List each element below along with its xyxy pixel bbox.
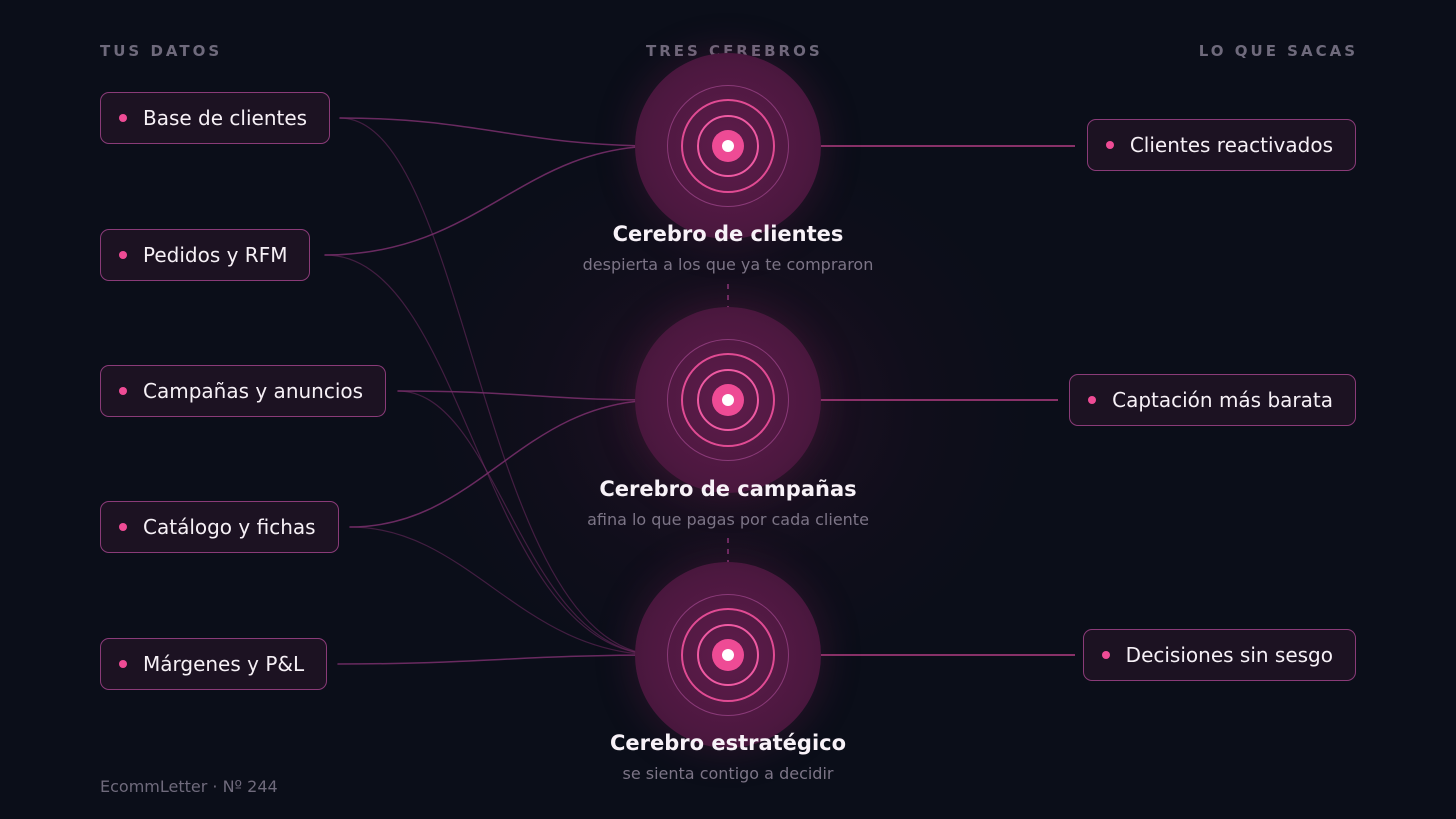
link-base-clientes-to-cerebro-clientes [339, 117, 661, 147]
input-label: Campañas y anuncios [143, 379, 364, 403]
link-catalogo-to-cerebro-estrategico [349, 526, 661, 656]
target-center-dot [722, 649, 734, 661]
brain-subtitle: despierta a los que ya te compraron [582, 255, 874, 274]
target-ring [681, 608, 775, 702]
output-node: Decisiones sin sesgo [1082, 629, 1356, 681]
brain-node-clientes [635, 53, 821, 239]
target-ring [667, 85, 789, 207]
input-node: Base de clientes [100, 92, 331, 144]
output-label: Captación más barata [1112, 388, 1333, 412]
brain-node-estrategico [635, 562, 821, 748]
link-campanas-to-cerebro-campanas [397, 390, 661, 401]
target-ring [667, 594, 789, 716]
target-ring [697, 115, 759, 177]
bullet-dot-icon [119, 523, 127, 531]
input-node: Campañas y anuncios [100, 365, 387, 417]
target-ring [667, 339, 789, 461]
brain-title: Cerebro estratégico [609, 731, 847, 755]
input-node: Catálogo y fichas [100, 501, 339, 553]
brain-title: Cerebro de clientes [612, 222, 844, 246]
input-label: Catálogo y fichas [143, 515, 316, 539]
input-label: Márgenes y P&L [143, 652, 305, 676]
brains-column-heading: TRES CEREBROS [646, 42, 823, 60]
target-center-dot [722, 140, 734, 152]
link-pedidos-to-cerebro-estrategico [324, 254, 661, 656]
input-node: Márgenes y P&L [100, 638, 328, 690]
brain-node-campanas [635, 307, 821, 493]
output-label: Clientes reactivados [1129, 133, 1333, 157]
brain-subtitle: afina lo que pagas por cada cliente [587, 510, 869, 529]
link-base-clientes-to-cerebro-estrategico [339, 117, 661, 656]
brain-subtitle: se sienta contigo a decidir [622, 764, 834, 783]
bullet-dot-icon [119, 660, 127, 668]
outputs-column-heading: LO QUE SACAS [1198, 42, 1358, 60]
bullet-dot-icon [1101, 651, 1110, 659]
target-ring [681, 99, 775, 193]
link-margenes-to-cerebro-estrategico [337, 654, 661, 665]
target-ring [697, 624, 759, 686]
target-ring [697, 369, 759, 431]
input-node: Pedidos y RFM [100, 229, 311, 281]
output-label: Decisiones sin sesgo [1125, 643, 1333, 667]
brain-title: Cerebro de campañas [599, 477, 857, 501]
link-campanas-to-cerebro-estrategico [397, 390, 661, 656]
bullet-dot-icon [119, 251, 127, 259]
output-node: Captación más barata [1069, 374, 1356, 426]
link-pedidos-to-cerebro-clientes [324, 145, 661, 256]
link-catalogo-to-cerebro-campanas [349, 399, 661, 528]
input-label: Pedidos y RFM [143, 243, 288, 267]
bullet-dot-icon [1088, 396, 1097, 404]
target-center-dot [722, 394, 734, 406]
inputs-column-heading: TUS DATOS [100, 42, 223, 60]
bullet-dot-icon [119, 387, 127, 395]
output-node: Clientes reactivados [1086, 119, 1356, 171]
target-ring [681, 353, 775, 447]
footer-issue-label: EcommLetter · Nº 244 [100, 777, 278, 796]
bullet-dot-icon [119, 114, 127, 122]
bullet-dot-icon [1105, 141, 1114, 149]
input-label: Base de clientes [143, 106, 308, 130]
